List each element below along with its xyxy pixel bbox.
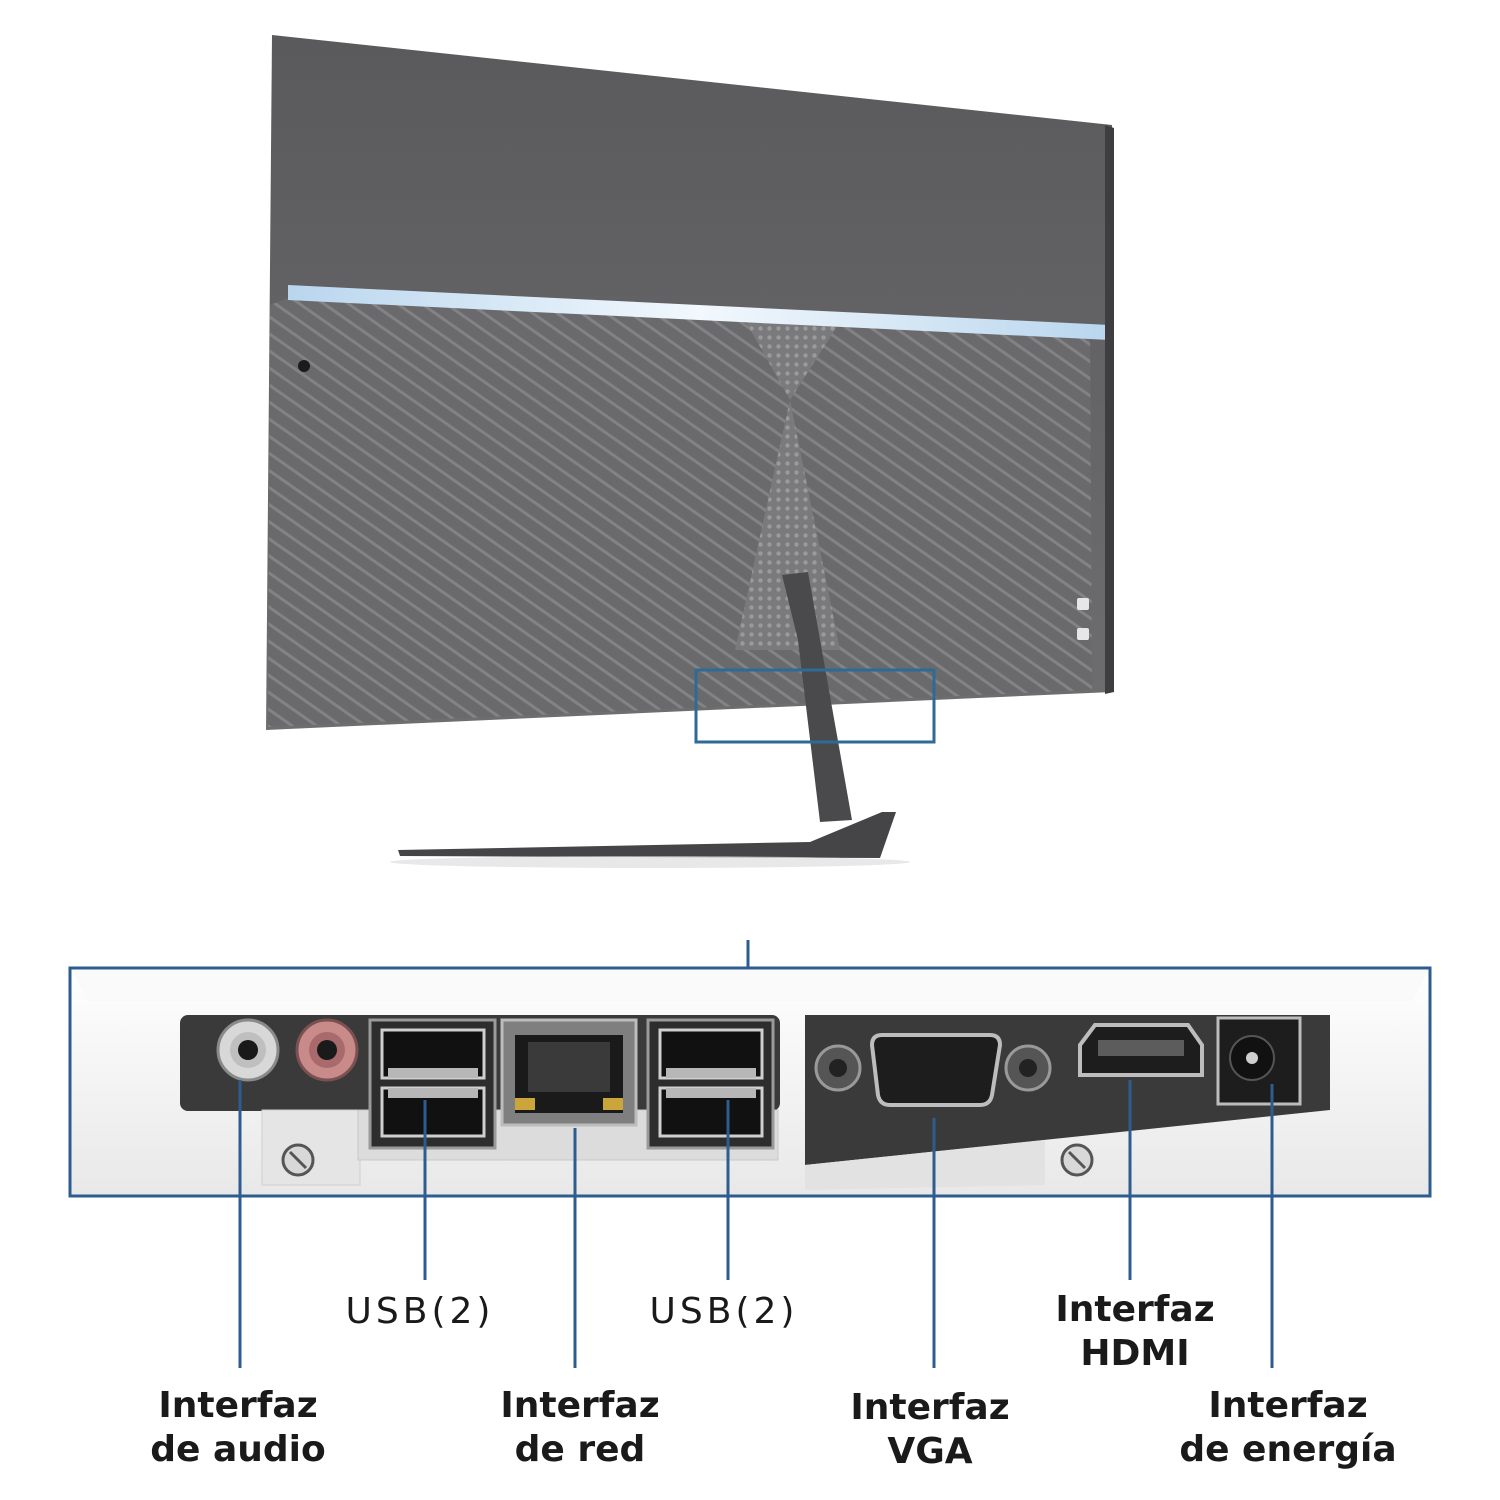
monitor-led-strip [288, 285, 1110, 340]
power-port-icon [1216, 1016, 1302, 1106]
monitor [266, 35, 1114, 730]
label-vga-interface: Interfaz VGA [830, 1386, 1030, 1474]
port-recess-lower-left [261, 1109, 361, 1186]
monitor-side-edge [1105, 125, 1114, 694]
label-usb-left: USB(2) [320, 1290, 520, 1334]
label-line: Interfaz [1208, 1385, 1368, 1426]
stand-shadow [390, 856, 910, 868]
label-usb-right: USB(2) [624, 1290, 824, 1334]
monitor-button-icon [1077, 628, 1089, 640]
label-network-interface: Interfaz de red [470, 1384, 690, 1472]
screw-icon [281, 1143, 315, 1177]
label-audio-interface: Interfaz de audio [138, 1384, 338, 1472]
label-line: Interfaz [158, 1385, 318, 1426]
label-line: de audio [150, 1429, 326, 1470]
ethernet-port-icon [500, 1018, 638, 1127]
screw-icon [1060, 1143, 1094, 1177]
port-panel-top-edge [72, 970, 1428, 1002]
label-line: Interfaz [1055, 1289, 1215, 1330]
label-line: HDMI [1080, 1333, 1190, 1374]
label-line: Interfaz [500, 1385, 660, 1426]
usb-port-left-icon [368, 1018, 497, 1150]
monitor-stand [390, 572, 910, 868]
hdmi-port-icon [1078, 1023, 1204, 1077]
label-line: Interfaz [850, 1387, 1010, 1428]
label-line: de red [514, 1429, 646, 1470]
label-power-interface: Interfaz de energía [1168, 1384, 1408, 1472]
port-recess-lower-right [805, 1140, 1045, 1190]
audio-port-icon [216, 1018, 359, 1082]
monitor-button-icon [1077, 598, 1089, 610]
vga-port-icon [814, 1033, 1052, 1107]
label-line: USB(2) [649, 1291, 799, 1332]
label-hdmi-interface: Interfaz HDMI [1035, 1288, 1235, 1376]
stand-base [398, 812, 896, 858]
monitor-screw-hole-icon [298, 360, 310, 372]
label-line: de energía [1179, 1429, 1397, 1470]
label-line: USB(2) [345, 1291, 495, 1332]
monitor-textured-area [268, 298, 1092, 727]
port-area-highlight [694, 668, 936, 744]
usb-port-right-icon [646, 1018, 775, 1150]
callout-lines [238, 1080, 1274, 1368]
stand-neck [782, 572, 852, 822]
port-panel-zoom [68, 966, 1432, 1198]
label-line: VGA [887, 1431, 973, 1472]
monitor-dotted-center [735, 320, 840, 650]
